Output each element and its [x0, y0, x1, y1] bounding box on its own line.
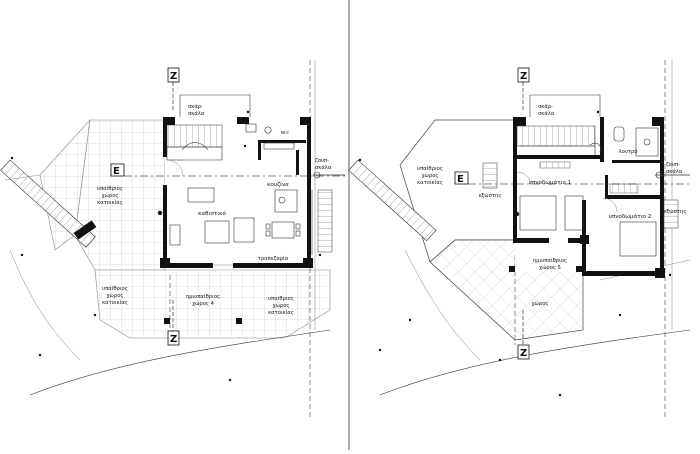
svg-text:Z: Z	[520, 348, 527, 359]
svg-text:ημιυπαίθριος: ημιυπαίθριος	[533, 257, 567, 264]
level-marks-ground	[10, 110, 322, 382]
svg-text:σκάρ-: σκάρ-	[538, 103, 553, 110]
terrace-paving-left	[74, 119, 166, 271]
external-stair-upper	[348, 159, 437, 242]
svg-text:υπαίθριος: υπαίθριος	[102, 285, 128, 292]
column	[164, 318, 170, 324]
bed-1	[519, 195, 557, 231]
svg-text:E: E	[457, 174, 464, 185]
wall-east	[307, 117, 311, 268]
column	[236, 318, 242, 324]
label-kitchen: κουζίνα	[267, 181, 289, 188]
label-dining: τραπεζαρία	[258, 255, 289, 262]
svg-text:Z: Z	[170, 334, 177, 345]
upper-label-outdoor-left: υπαίθριος χώρος κατοικίας	[417, 165, 443, 186]
svg-text:Z: Z	[520, 71, 527, 82]
ground-floor-plan: Z Z E υπαίθριος χώρος κατοικίας υπαίθριο…	[0, 60, 348, 420]
upper-wall-east	[660, 117, 664, 276]
svg-text:ημιυπαίθριος: ημιυπαίθριος	[186, 293, 220, 300]
svg-text:σκάλα: σκάλα	[666, 168, 683, 175]
label-outdoor-bottom-left: υπαίθριος χώρος κατοικίας	[102, 285, 128, 306]
upper-floor-plan: Z Z E υπαίθριος χώρος κατοικίας λουτρό υ…	[348, 60, 691, 420]
svg-text:ζουπ-: ζουπ-	[666, 162, 680, 168]
wall-south-left	[163, 263, 213, 268]
svg-text:κατοικίας: κατοικίας	[417, 179, 443, 186]
svg-text:σκάλα: σκάλα	[538, 110, 555, 117]
svg-text:κατοικίας: κατοικίας	[102, 299, 128, 306]
wall-west-lower	[163, 185, 167, 267]
balcony-west	[482, 162, 498, 189]
site-boundary-curve	[29, 329, 331, 396]
sofa	[187, 187, 215, 203]
annotation-stair-top: σκάρ- σκάλα	[188, 103, 205, 117]
dining-table	[271, 221, 295, 239]
svg-text:ζουπ-: ζουπ-	[315, 158, 329, 164]
svg-text:χώρος: χώρος	[422, 172, 439, 179]
internal-stair-upper	[516, 125, 596, 147]
external-stair-left	[0, 159, 96, 248]
label-balcony-east: εξώστης	[664, 208, 687, 215]
svg-text:E: E	[113, 166, 120, 177]
stair-landing-wall	[73, 220, 97, 240]
upper-annotation-stair-east: ζουπ- σκάλα	[666, 162, 683, 175]
svg-text:υπαίθριος: υπαίθριος	[97, 185, 123, 192]
bed-2	[619, 221, 657, 257]
svg-text:υπαίθριος: υπαίθριος	[268, 295, 294, 302]
internal-stair-ground	[166, 124, 223, 148]
upper-annotation-stair-top: σκάρ- σκάλα	[538, 103, 555, 117]
wall-south-right	[233, 263, 311, 268]
svg-text:χώρος 5: χώρος 5	[539, 264, 561, 271]
upper-wall-west	[513, 117, 517, 242]
label-outdoor-bottom-right: υπαίθριος χώρος κατοικίας	[268, 295, 294, 316]
label-wc: w.c	[281, 130, 289, 136]
label-living-room: καθιστικό	[198, 210, 226, 217]
external-stair-east	[317, 189, 333, 253]
label-bedroom-2: υπνοδωμάτιο 2	[609, 213, 652, 220]
svg-text:υπαίθριος: υπαίθριος	[417, 165, 443, 172]
level-marks-upper	[358, 110, 672, 397]
svg-text:Z: Z	[170, 71, 177, 82]
annotation-stair-east: ζουπ- σκάλα	[315, 158, 332, 171]
balcony-east	[663, 199, 679, 229]
label-bathroom: λουτρό	[619, 148, 638, 155]
svg-text:χώρος: χώρος	[107, 292, 124, 299]
svg-text:σκάρ-: σκάρ-	[188, 103, 203, 110]
label-outdoor-left: υπαίθριος χώρος κατοικίας	[97, 185, 123, 206]
svg-text:χώρος 4: χώρος 4	[192, 300, 215, 307]
upper-section-marker-bottom: Z	[517, 310, 530, 360]
upper-section-marker-side: E	[454, 171, 690, 185]
label-space: χώρος	[532, 300, 549, 307]
bathtub-or-shower	[613, 126, 625, 142]
upper-section-marker-top: Z	[517, 67, 530, 112]
svg-text:σκάλα: σκάλα	[188, 110, 205, 117]
section-marker-side: E	[110, 163, 348, 177]
svg-text:σκάλα: σκάλα	[315, 164, 332, 171]
label-semi-outdoor-4: ημιυπαίθριος χώρος 4	[186, 293, 220, 307]
label-balcony-west: εξώστης	[479, 192, 502, 199]
wall-west-upper	[163, 117, 167, 157]
section-marker-bottom: Z	[167, 300, 180, 346]
svg-text:χώρος: χώρος	[273, 302, 290, 309]
coffee-table	[204, 220, 230, 244]
label-semi-outdoor-5: ημιυπαίθριος χώρος 5	[533, 257, 567, 271]
terrace-paving-bottom	[94, 269, 331, 339]
svg-text:κατοικίας: κατοικίας	[97, 199, 123, 206]
svg-text:χώρος: χώρος	[102, 192, 119, 199]
upper-wall-south	[582, 271, 664, 276]
svg-text:κατοικίας: κατοικίας	[268, 309, 294, 316]
label-bedroom-1: υπνοδωμάτιο 1	[529, 179, 572, 186]
section-marker-top: Z	[167, 67, 180, 112]
